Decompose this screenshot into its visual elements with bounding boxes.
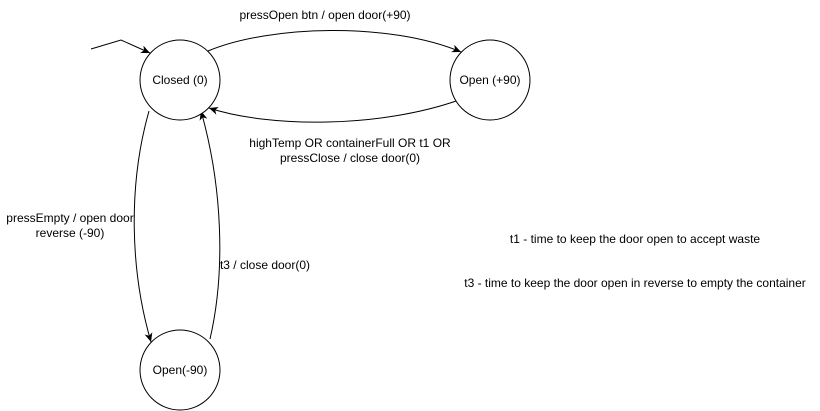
label-empty-line1: pressEmpty / open door [6,211,133,225]
label-close-line1: highTemp OR containerFull OR t1 OR [249,136,451,150]
label-close-line2: pressClose / close door(0) [280,151,420,165]
state-open-pos-label: Open (+90) [459,73,520,87]
note-t1: t1 - time to keep the door open to accep… [510,232,760,246]
state-open-pos: Open (+90) [449,39,531,121]
edge-closed-to-open-neg [133,110,153,343]
state-closed: Closed (0) [139,39,221,121]
state-closed-label: Closed (0) [152,73,207,87]
state-open-neg-label: Open(-90) [153,363,208,377]
state-open-neg: Open(-90) [139,329,221,411]
label-t3-close: t3 / close door(0) [220,258,310,272]
label-empty-line2: reverse (-90) [36,226,105,240]
edge-open-pos-to-closed [208,99,460,123]
edge-open-neg-to-closed [199,110,221,340]
edge-closed-to-open-pos [207,30,462,53]
label-press-open: pressOpen btn / open door(+90) [239,8,410,22]
initial-transition-arrow [90,39,151,54]
note-t3: t3 - time to keep the door open in rever… [464,276,806,290]
